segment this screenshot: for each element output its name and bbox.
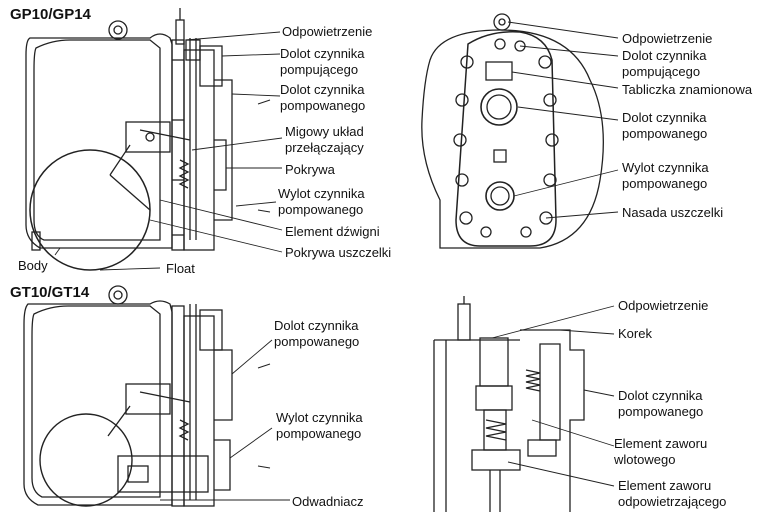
gt-detail-odpowietrzenie: Odpowietrzenie xyxy=(618,298,709,313)
gt-side-wylot-1: Wylot czynnika xyxy=(276,410,363,425)
gt-detail-dolot-2: pompowanego xyxy=(618,404,704,419)
gp-side-migowy-1: Migowy układ xyxy=(285,124,364,139)
gp-side-migowy-2: przełączający xyxy=(285,140,364,155)
title-gp: GP10/GP14 xyxy=(10,6,91,23)
gt-side-odwadniacz: Odwadniacz xyxy=(292,494,364,509)
gt-detail-wlotowego-1: Element zaworu xyxy=(614,436,708,451)
gp-side-pokrywa: Pokrywa xyxy=(285,162,335,177)
gp-side-wylot-2: pompowanego xyxy=(278,202,364,217)
gp-front-dolot-pompujacego-1: Dolot czynnika xyxy=(622,48,707,63)
gt-side-wylot-2: pompowanego xyxy=(276,426,362,441)
gp-side-dolot-pompowanego-2: pompowanego xyxy=(280,98,366,113)
gt-detail-korek: Korek xyxy=(618,326,652,341)
title-gt: GT10/GT14 xyxy=(10,284,90,301)
gp-front-dolot-pompowanego-1: Dolot czynnika xyxy=(622,110,707,125)
gt-detail-odpowietrzajacego-1: Element zaworu xyxy=(618,478,712,493)
gp-front-nasada: Nasada uszczelki xyxy=(622,205,724,220)
gt-side-view xyxy=(23,285,290,507)
gp-side-body: Body xyxy=(18,258,48,273)
gp-side-float: Float xyxy=(166,261,195,276)
gt-side-dolot-1: Dolot czynnika xyxy=(274,318,359,333)
gp-side-element-dzwigni: Element dźwigni xyxy=(285,224,380,239)
gt-side-dolot-2: pompowanego xyxy=(274,334,360,349)
gp-side-pokrywa-uszczelki: Pokrywa uszczelki xyxy=(285,245,392,260)
gp-front-wylot-2: pompowanego xyxy=(622,176,708,191)
gp-front-plate-mark: TLV xyxy=(492,127,503,133)
gp-side-dolot-pompowanego-1: Dolot czynnika xyxy=(280,82,365,97)
gp-front-dolot-pompowanego-2: pompowanego xyxy=(622,126,708,141)
gt-detail-dolot-1: Dolot czynnika xyxy=(618,388,703,403)
gp-side-wylot-1: Wylot czynnika xyxy=(278,186,365,201)
gp-side-odpowietrzenie: Odpowietrzenie xyxy=(282,24,373,39)
gt-detail-wlotowego-2: wlotowego xyxy=(614,452,676,467)
gp-side-view xyxy=(25,8,271,271)
gp-front-odpowietrzenie: Odpowietrzenie xyxy=(622,31,713,46)
gp-side-dolot-pompujacego-2: pompującego xyxy=(280,62,359,77)
gp-side-dolot-pompujacego-1: Dolot czynnika xyxy=(280,46,365,61)
gt-detail-odpowietrzajacego-2: odpowietrzającego xyxy=(618,494,727,509)
gp-front-view xyxy=(421,13,619,249)
gt-detail-view xyxy=(433,296,615,512)
gp-front-wylot-1: Wylot czynnika xyxy=(622,160,709,175)
gp-side-leaders xyxy=(54,31,283,271)
gp-front-dolot-pompujacego-2: pompującego xyxy=(622,64,701,79)
gp-front-tabliczka: Tabliczka znamionowa xyxy=(622,82,753,97)
